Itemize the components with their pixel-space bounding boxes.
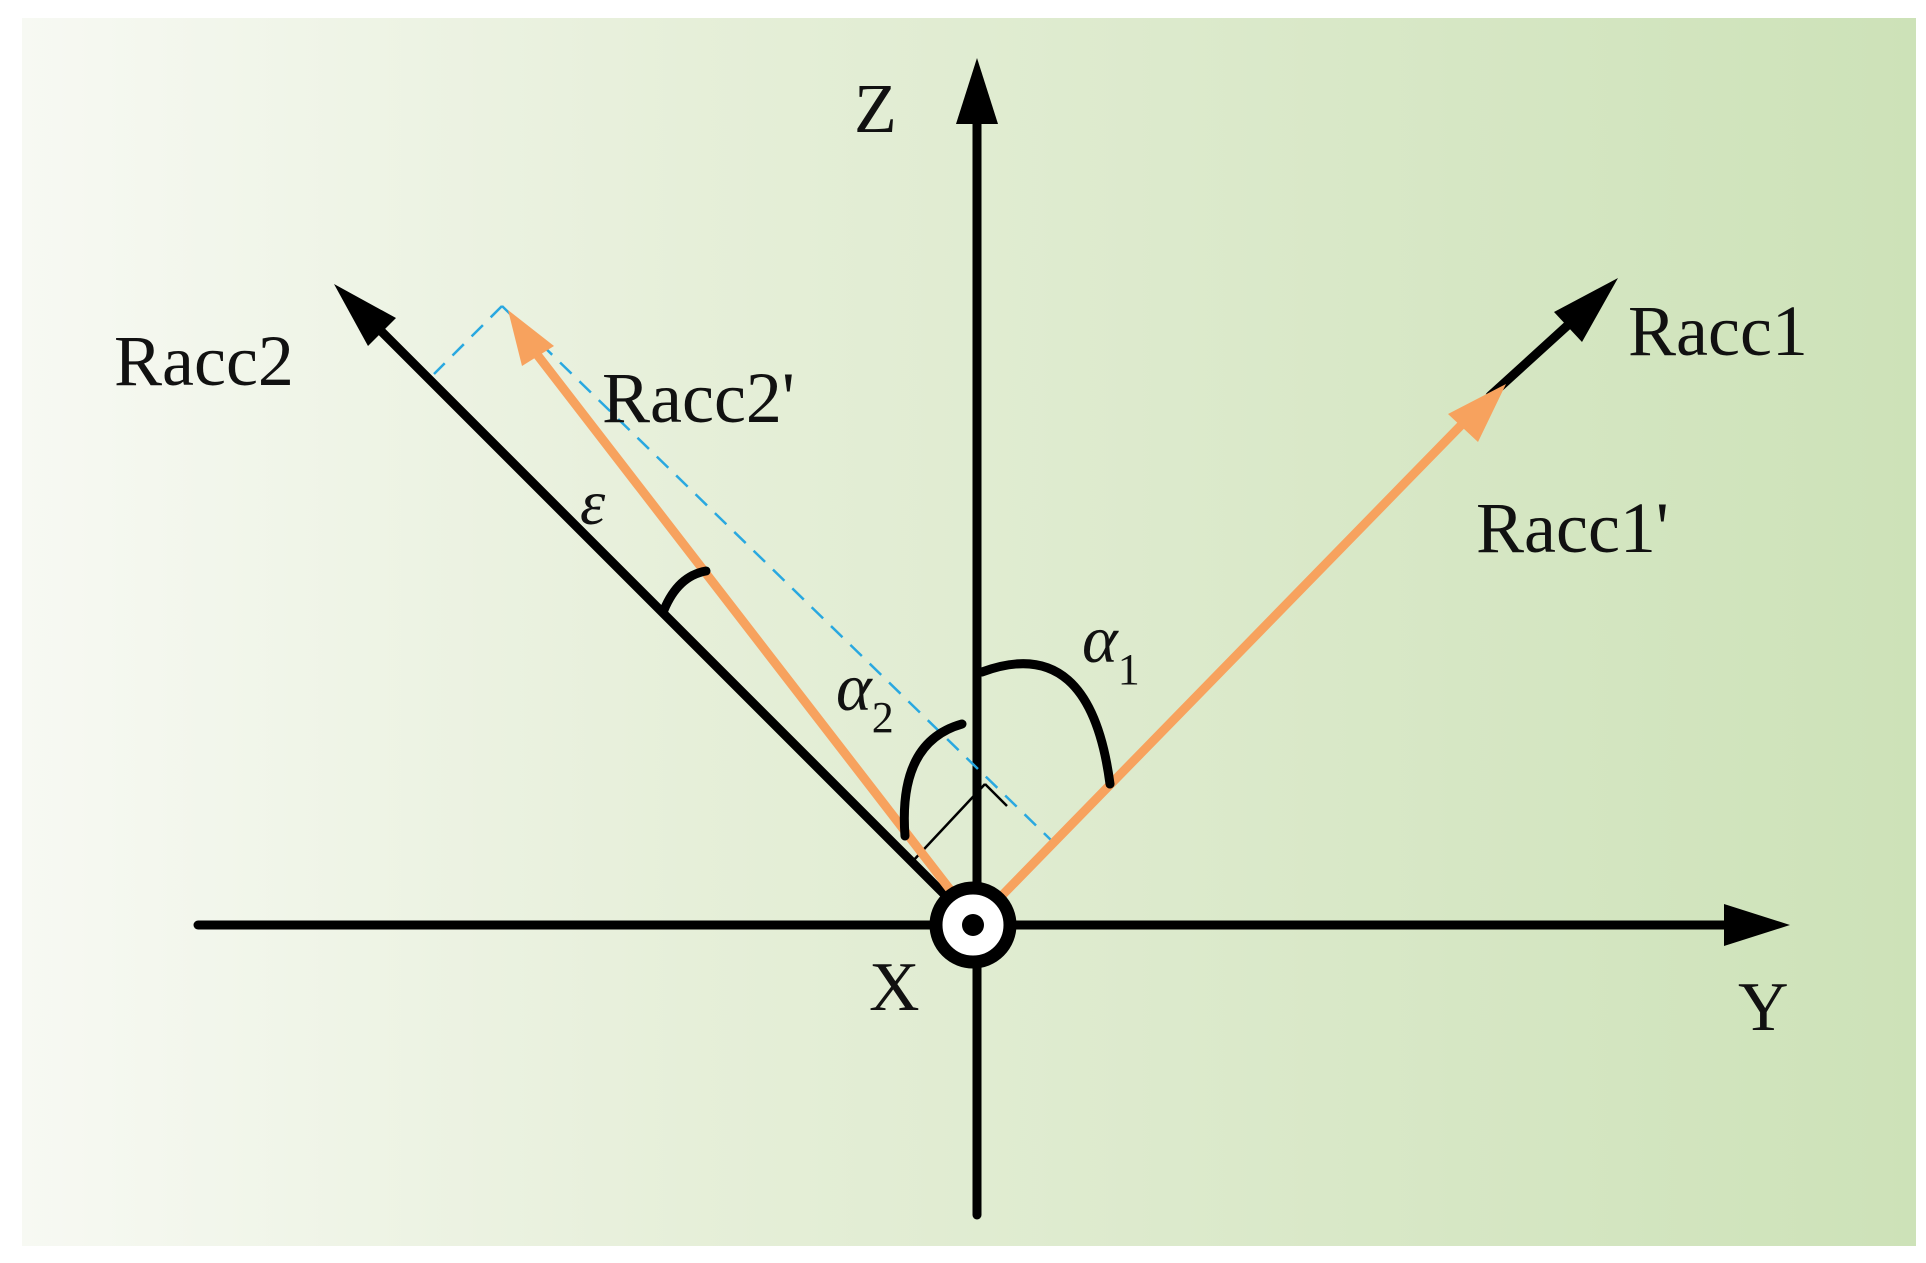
- alpha1-angle-arc: [977, 659, 1115, 789]
- racc2-axis-arrowhead: [334, 284, 396, 346]
- alpha2-label: α2: [836, 649, 894, 742]
- z-axis-label: Z: [854, 71, 897, 148]
- projection-dashed-line: [501, 305, 1054, 843]
- y-axis-label: Y: [1738, 969, 1789, 1046]
- alpha1-subscript: 1: [1118, 645, 1140, 694]
- alpha1-symbol: α: [1082, 601, 1119, 677]
- x-axis-label: X: [869, 949, 920, 1026]
- alpha1-label: α1: [1082, 601, 1140, 694]
- racc2-prime-arrowhead: [508, 310, 554, 366]
- epsilon-label: ε: [580, 467, 606, 538]
- diagram-background: [22, 18, 1916, 1246]
- racc2-label: Racc2: [114, 321, 294, 401]
- racc2-prime-vector-line: [527, 343, 977, 923]
- racc1-prime-arrowhead: [1448, 384, 1506, 442]
- perpendicular-line-short: [984, 783, 1008, 807]
- y-axis-arrowhead: [1724, 904, 1790, 946]
- alpha2-symbol: α: [836, 649, 873, 725]
- z-axis-arrowhead: [956, 58, 998, 124]
- racc1-label: Racc1: [1628, 291, 1808, 371]
- racc2-prime-label: Racc2': [602, 358, 795, 438]
- racc1-axis-arrowhead: [1554, 278, 1618, 342]
- alpha2-subscript: 2: [872, 693, 894, 742]
- racc1-prime-vector-line: [975, 407, 1479, 923]
- alpha2-angle-arc: [899, 719, 967, 841]
- epsilon-angle-arc: [659, 566, 711, 615]
- x-axis-out-of-plane-dot: [962, 914, 984, 936]
- racc1-prime-label: Racc1': [1476, 488, 1669, 568]
